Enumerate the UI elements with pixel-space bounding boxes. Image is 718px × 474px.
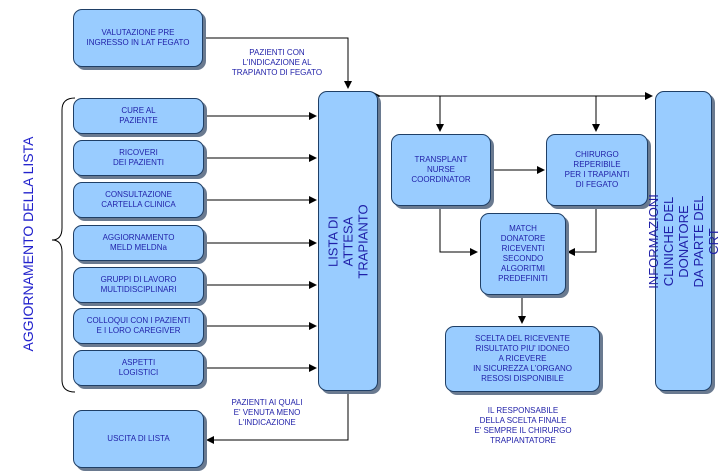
informazioni-label: INFORMAZIONI CLINICHE DEL DONATORE DA PA… [646,193,718,289]
box-cure[interactable]: CURE AL PAZIENTE [73,98,204,134]
lista-attesa-label: LISTA DI ATTESA TRAPIANTO [325,203,371,279]
arrow-chirurgo-match [567,206,597,256]
arrow-lista-uscita [206,393,349,444]
box-aggiornamento[interactable]: AGGIORNAMENTO MELD MELDNa [73,225,204,261]
box-colloqui[interactable]: COLLOQUI CON I PAZIENTI E I LORO CAREGIV… [73,308,204,344]
box-uscita[interactable]: USCITA DI LISTA [73,410,204,468]
box-informazioni[interactable]: INFORMAZIONI CLINICHE DEL DONATORE DA PA… [646,91,718,391]
box-gruppi[interactable]: GRUPPI DI LAVORO MULTIDISCIPLINARI [73,267,204,303]
box-chirurgo[interactable]: CHIRURGO REPERIBILE PER I TRAPIANTI DI F… [546,134,648,206]
brace [51,97,76,393]
box-aspetti[interactable]: ASPETTI LOGISTICI [73,350,204,386]
note-pazienti-con: PAZIENTI CON L'INDICAZIONE AL TRAPIANTO … [231,48,323,77]
arrow-transplant-match [439,206,478,256]
box-lista-attesa[interactable]: LISTA DI ATTESA TRAPIANTO [318,91,378,391]
box-consultazione[interactable]: CONSULTAZIONE CARTELLA CLINICA [73,182,204,218]
box-valutazione[interactable]: VALUTAZIONE PRE INGRESSO IN LAT FEGATO [73,9,203,67]
box-transplant[interactable]: TRANSPLANT NURSE COORDINATOR [391,134,491,206]
box-scelta[interactable]: SCELTA DEL RICEVENTE RISULTATO PIU' IDON… [445,326,600,392]
side-label-aggiornamento: AGGIORNAMENTO DELLA LISTA [20,136,36,352]
box-match[interactable]: MATCH DONATORE RICEVENTI SECONDO ALGORIT… [480,213,566,295]
box-ricoveri[interactable]: RICOVERI DEI PAZIENTI [73,140,204,176]
arrow-valutazione-lista [204,37,352,89]
note-pazienti-ai-quali: PAZIENTI AI QUALI E' VENUTA MENO L'INDIC… [231,398,303,427]
note-responsabile: IL RESPONSABILE DELLA SCELTA FINALE E' S… [474,406,572,445]
